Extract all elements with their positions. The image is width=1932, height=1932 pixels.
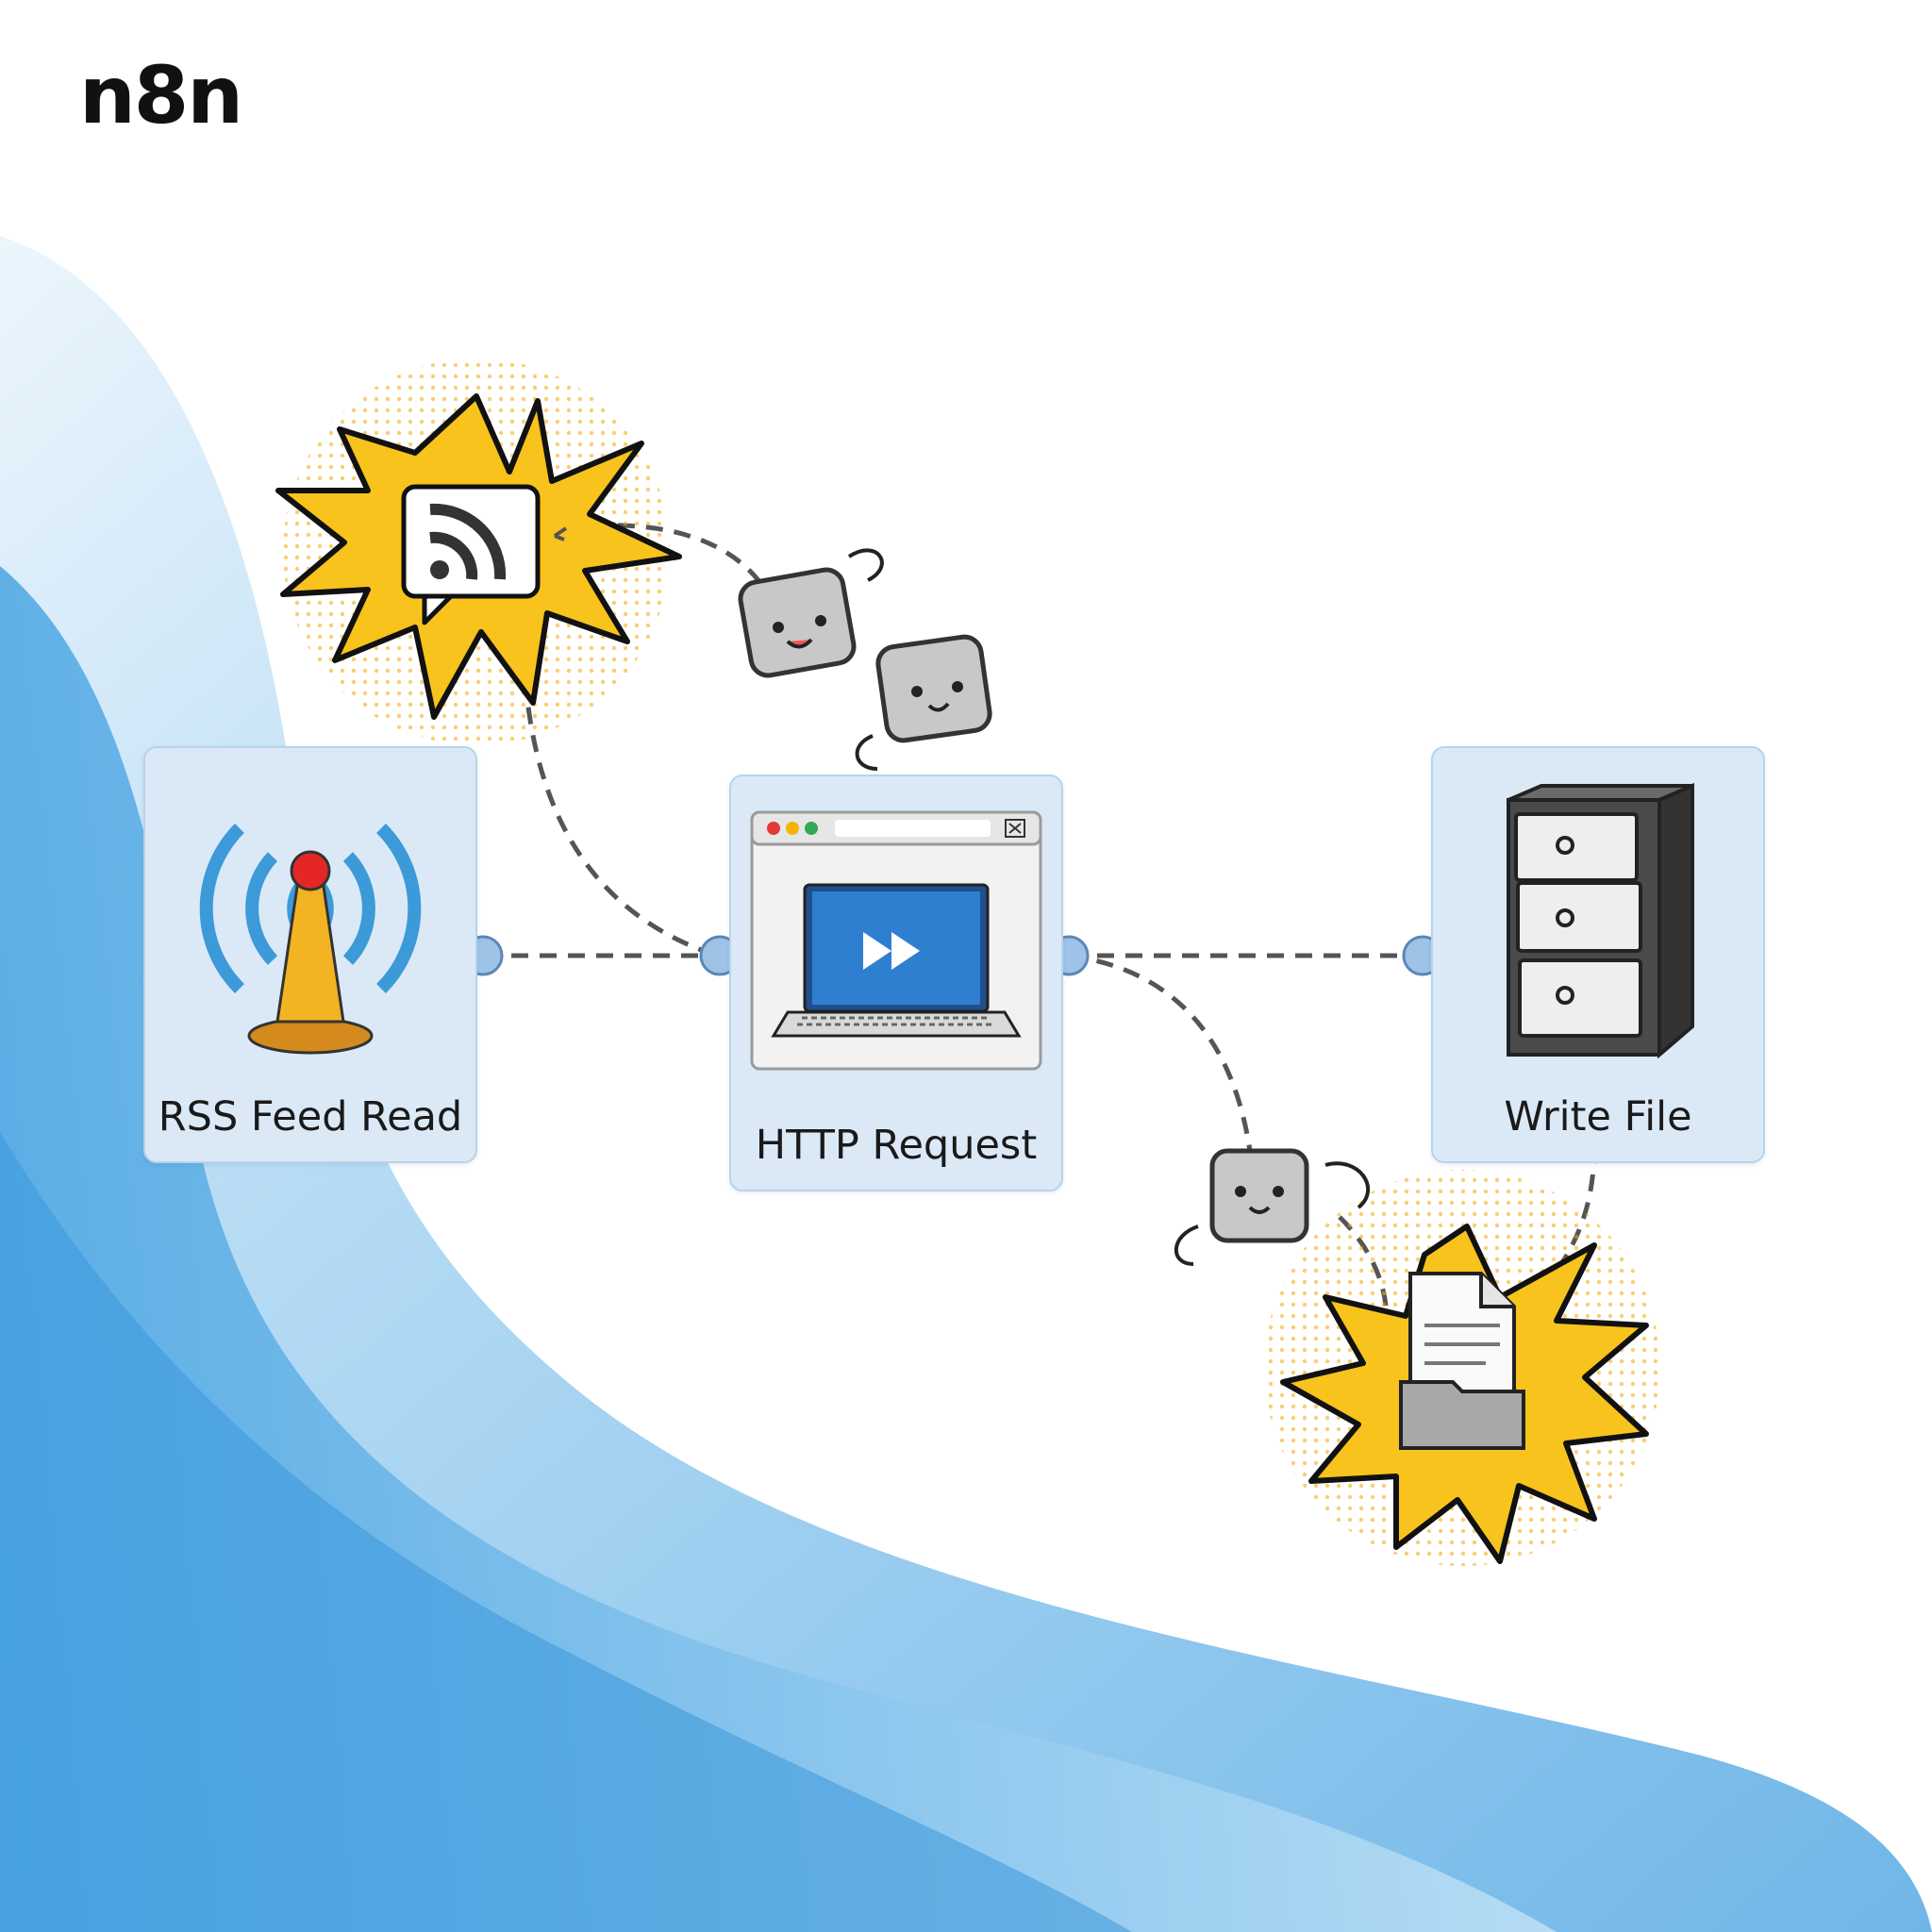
n8n-logo: n8n: [79, 49, 243, 142]
node-write-file[interactable]: Write File: [1431, 746, 1765, 1163]
burst-rss: [275, 358, 682, 745]
node-label: RSS Feed Read: [158, 1093, 463, 1141]
document-folder-icon: [1399, 1272, 1525, 1450]
node-rss-feed-read[interactable]: RSS Feed Read: [143, 746, 477, 1163]
rss-feed-icon: [401, 484, 541, 625]
radio-tower-icon: [199, 824, 422, 1055]
filing-cabinet-icon: [1507, 782, 1694, 1059]
node-http-request[interactable]: HTTP Request: [729, 774, 1063, 1191]
burst-write: [1264, 1170, 1660, 1566]
data-packet-mascot: [855, 634, 992, 771]
laptop-browser-icon: [750, 810, 1042, 1071]
data-packet-mascot: [1174, 1148, 1371, 1266]
node-label: Write File: [1504, 1093, 1692, 1141]
data-packet-mascot: [738, 548, 884, 678]
node-label: HTTP Request: [755, 1122, 1038, 1169]
